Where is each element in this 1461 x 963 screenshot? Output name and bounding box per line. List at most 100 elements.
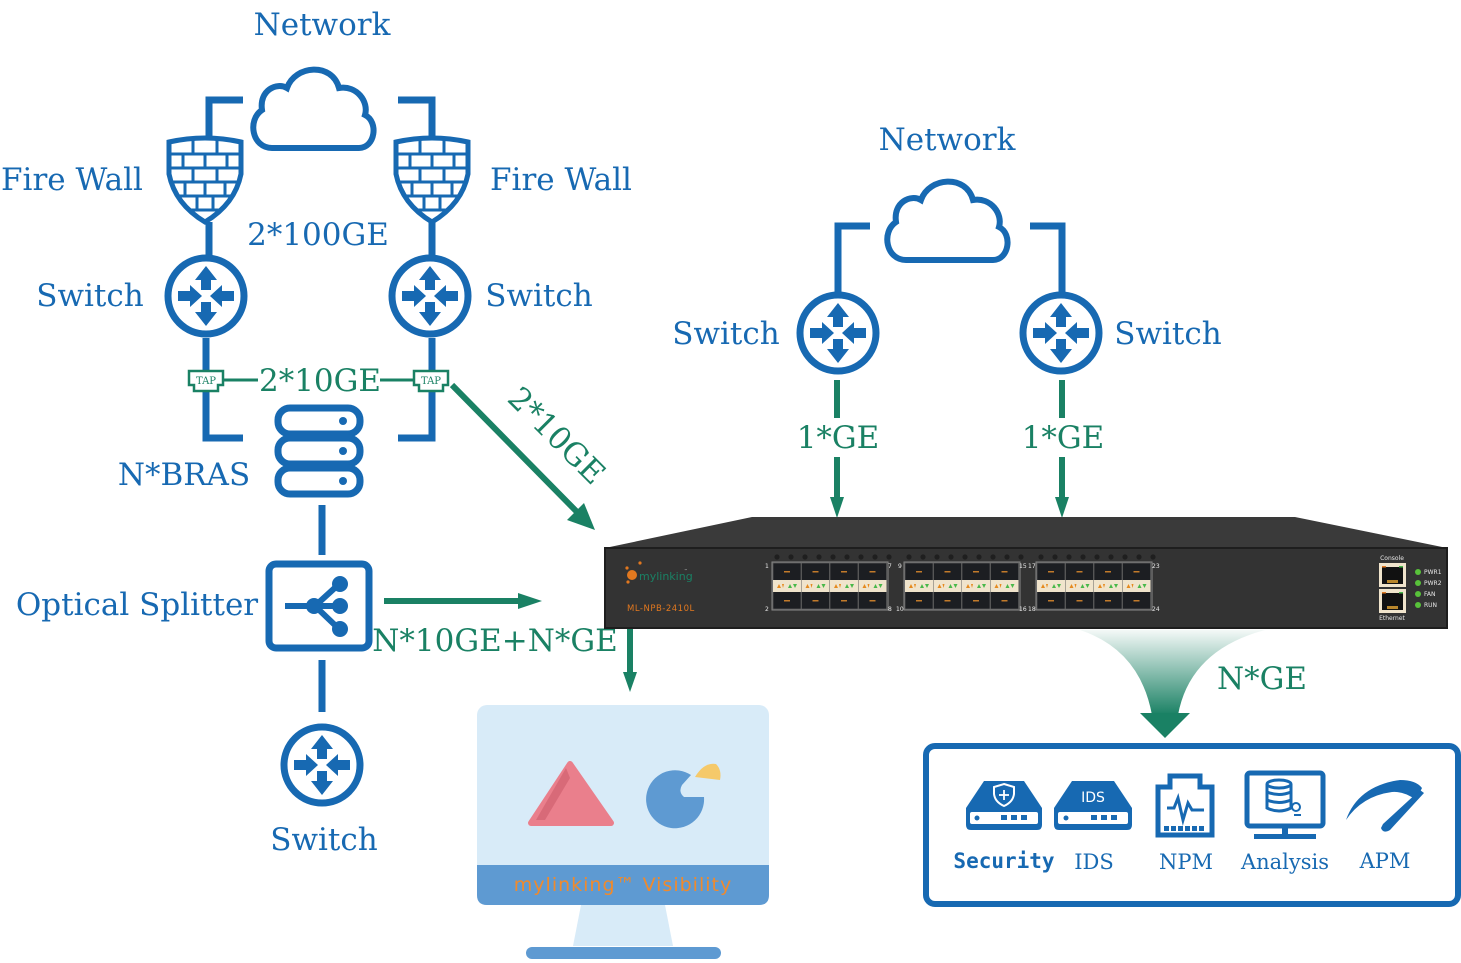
port-number: 18: [1028, 606, 1036, 613]
port-led-dot: [990, 554, 996, 560]
firewall-left-label: Fire Wall: [1, 162, 143, 198]
left-cloud-icon: [253, 70, 373, 148]
tool-label: Security: [953, 849, 1055, 873]
tool-npm[interactable]: NPM: [1155, 773, 1215, 874]
tap-left-label: TAP: [196, 376, 216, 387]
sfp-port-pair[interactable]: [801, 562, 830, 610]
port-led-dot: [1080, 554, 1086, 560]
switch-left-label: Switch: [36, 278, 144, 314]
port-led-dot: [1122, 554, 1128, 560]
port-led-dot: [962, 554, 968, 560]
sfp-group-frame: [903, 561, 1021, 611]
tool-label: APM: [1359, 849, 1411, 873]
port-number: 10: [896, 606, 904, 613]
port-led-dot: [1066, 554, 1072, 560]
ids-badge: IDS: [1081, 790, 1105, 806]
security-appliance-icon: [966, 781, 1042, 830]
port-led-dot: [920, 554, 926, 560]
right-switch-right-icon: [1023, 295, 1099, 371]
switch-right-label: Switch: [485, 278, 593, 314]
sfp-port-pair[interactable]: [904, 562, 934, 610]
sfp-group-frame: [1035, 561, 1153, 611]
sfp-port-pair[interactable]: [933, 562, 962, 610]
port-led-dot: [1038, 554, 1044, 560]
monitor-screen: [477, 705, 769, 905]
port-led-dot: [886, 554, 892, 560]
led-label: FAN: [1424, 591, 1436, 598]
ethernet-port[interactable]: [1379, 589, 1406, 613]
right-topology: Network Switch Switch 1*GE 1*GE: [672, 122, 1222, 518]
pie-chart-icon: [646, 770, 705, 829]
sfp-port-pair[interactable]: [1036, 562, 1066, 610]
status-leds: PWR1 PWR2 FAN RUN: [1415, 569, 1442, 609]
sfp-port-pair[interactable]: [1093, 562, 1123, 610]
device-to-monitor-arrow: [623, 627, 637, 692]
led-pwr1-icon: [1415, 569, 1421, 575]
port-led-dot: [906, 554, 912, 560]
sfp-port-pair[interactable]: [961, 562, 991, 610]
brand-logo-icon: [627, 570, 637, 580]
output-link-label: N*GE: [1217, 661, 1307, 697]
port-led-dot: [774, 554, 780, 560]
tool-security[interactable]: Security: [953, 781, 1055, 873]
firewall-right-label: Fire Wall: [490, 162, 632, 198]
port-led-dot: [976, 554, 982, 560]
diag-link-label: 2*10GE: [500, 380, 612, 492]
port-led-dot: [948, 554, 954, 560]
right-switch-left-icon: [800, 295, 876, 371]
console-port[interactable]: [1379, 563, 1406, 587]
sfp-port-pair[interactable]: [858, 562, 887, 610]
visibility-monitor[interactable]: mylinking™ Visibility: [477, 705, 769, 959]
monitor-base: [526, 947, 721, 959]
pie-slice-icon: [695, 763, 721, 780]
left-topology: Network Fire Wall Fire Wall 2*100GE Swit…: [1, 7, 637, 858]
right-switch-right-label: Switch: [1114, 316, 1222, 352]
port-number: 16: [1019, 606, 1027, 613]
npm-port-icon: [1155, 773, 1215, 838]
sfp-port-pair[interactable]: [1122, 562, 1151, 610]
device-top: [605, 517, 1447, 548]
port-led-dot: [1108, 554, 1114, 560]
port-led-dot: [1052, 554, 1058, 560]
led-fan-icon: [1415, 591, 1421, 597]
port-led-dot: [1136, 554, 1142, 560]
triangle-shade-icon: [536, 768, 570, 820]
tool-apm[interactable]: APM: [1346, 780, 1424, 873]
port-led-dot: [1094, 554, 1100, 560]
right-cloud-icon: [887, 182, 1007, 260]
splitter-label: Optical Splitter: [16, 587, 258, 623]
right-link-right-arrowhead: [1055, 497, 1069, 518]
left-network-label: Network: [254, 7, 391, 43]
apm-gauge-icon: [1346, 780, 1424, 832]
output-funnel-arrow: [1080, 630, 1265, 738]
sfp-port-pair[interactable]: [990, 562, 1019, 610]
switch-bottom-icon: [284, 727, 360, 803]
diag-arrow: [449, 382, 595, 530]
tool-ids[interactable]: IDS IDS: [1054, 781, 1132, 874]
firewall-left-icon: [169, 138, 241, 222]
tool-analysis[interactable]: Analysis: [1240, 770, 1329, 874]
port-led-dot: [1004, 554, 1010, 560]
sfp-port-pair[interactable]: [829, 562, 859, 610]
port-number: 15: [1019, 563, 1027, 570]
tap-right-label: TAP: [421, 376, 441, 387]
port-number: 24: [1152, 606, 1160, 613]
port-led-dot: [1018, 554, 1024, 560]
led-label: PWR2: [1424, 580, 1442, 587]
port-led-dot: [934, 554, 940, 560]
switch-left-icon: [168, 258, 244, 334]
port-led-dot: [844, 554, 850, 560]
sfp-port-pair[interactable]: [1065, 562, 1094, 610]
ethernet-label: Ethernet: [1379, 615, 1405, 622]
switch-right-icon: [392, 258, 468, 334]
right-link-cloud-switch-right: [1030, 222, 1066, 295]
tools-panel: Security IDS IDS: [923, 743, 1461, 907]
switch-bottom-label: Switch: [270, 822, 378, 858]
left-link-cloud-fw-left: [205, 96, 243, 140]
port-number: 1: [765, 563, 769, 570]
sfp-port-pair[interactable]: [772, 562, 802, 610]
left-link-cloud-fw-right: [398, 96, 436, 140]
optical-splitter-icon: [265, 560, 373, 652]
led-label: RUN: [1424, 602, 1437, 609]
